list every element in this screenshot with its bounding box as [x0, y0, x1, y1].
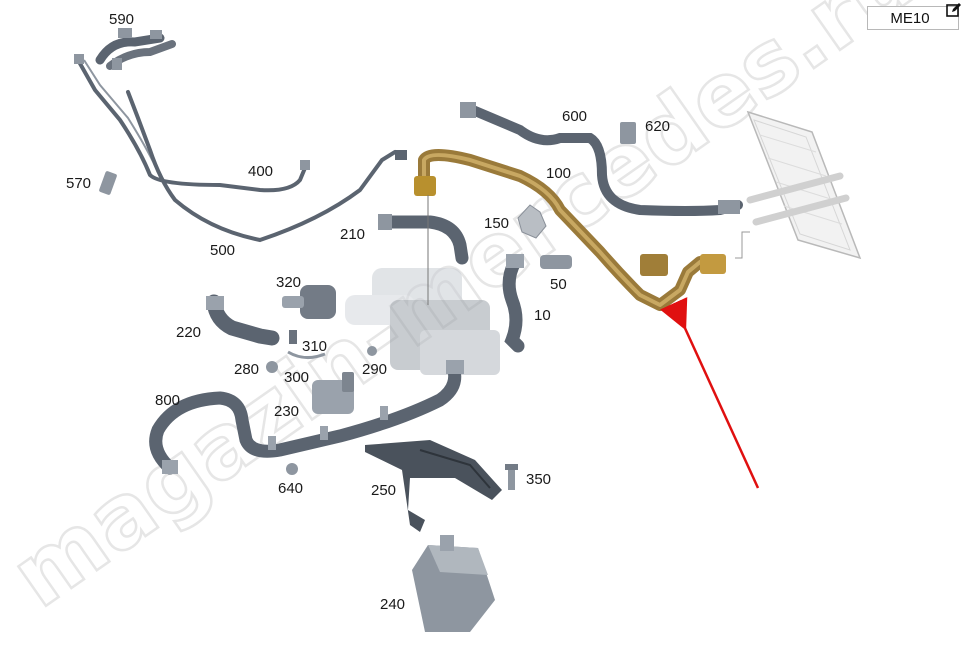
part-280[interactable]: [266, 361, 278, 373]
callout-10[interactable]: 10: [534, 307, 551, 324]
callout-800[interactable]: 800: [155, 392, 180, 409]
part-50[interactable]: [540, 255, 572, 269]
callout-240[interactable]: 240: [380, 596, 405, 613]
callout-400[interactable]: 400: [248, 163, 273, 180]
part-150[interactable]: [517, 204, 547, 239]
edit-icon[interactable]: [946, 2, 962, 18]
part-220[interactable]: [206, 294, 280, 346]
callout-210[interactable]: 210: [340, 226, 365, 243]
part-290[interactable]: [367, 346, 377, 356]
part-250[interactable]: [365, 440, 502, 532]
callout-100[interactable]: 100: [546, 165, 571, 182]
callout-570[interactable]: 570: [66, 175, 91, 192]
central-assembly: [345, 268, 500, 375]
callout-230[interactable]: 230: [274, 403, 299, 420]
part-100-highlighted[interactable]: [414, 149, 726, 311]
callout-590[interactable]: 590: [109, 11, 134, 28]
diagram-code-box: ME10: [867, 6, 959, 30]
callout-640[interactable]: 640: [278, 480, 303, 497]
callout-220[interactable]: 220: [176, 324, 201, 341]
diagram-code: ME10: [890, 9, 930, 27]
part-320[interactable]: [282, 285, 336, 319]
part-350[interactable]: [505, 464, 518, 490]
part-300[interactable]: [287, 350, 326, 359]
callout-600[interactable]: 600: [562, 108, 587, 125]
callout-150[interactable]: 150: [484, 215, 509, 232]
callout-320[interactable]: 320: [276, 274, 301, 291]
callout-500[interactable]: 500: [210, 242, 235, 259]
callout-300[interactable]: 300: [284, 369, 309, 386]
part-640[interactable]: [286, 463, 298, 475]
callout-250[interactable]: 250: [371, 482, 396, 499]
part-240[interactable]: [412, 535, 495, 632]
part-800[interactable]: [149, 360, 464, 475]
callout-350[interactable]: 350: [526, 471, 551, 488]
part-400-500-lines[interactable]: [74, 54, 407, 243]
callout-50[interactable]: 50: [550, 276, 567, 293]
part-570[interactable]: [99, 171, 118, 196]
part-210[interactable]: [378, 214, 469, 265]
part-230[interactable]: [312, 372, 354, 414]
part-10[interactable]: [502, 254, 525, 353]
callout-280[interactable]: 280: [234, 361, 259, 378]
callout-290[interactable]: 290: [362, 361, 387, 378]
callout-310[interactable]: 310: [302, 338, 327, 355]
part-310[interactable]: [289, 330, 297, 344]
highlight-arrow: [659, 297, 760, 489]
part-620[interactable]: [620, 122, 636, 144]
part-590[interactable]: [95, 28, 176, 70]
part-600[interactable]: [460, 102, 743, 216]
callout-620[interactable]: 620: [645, 118, 670, 135]
radiator-core: [735, 110, 862, 260]
